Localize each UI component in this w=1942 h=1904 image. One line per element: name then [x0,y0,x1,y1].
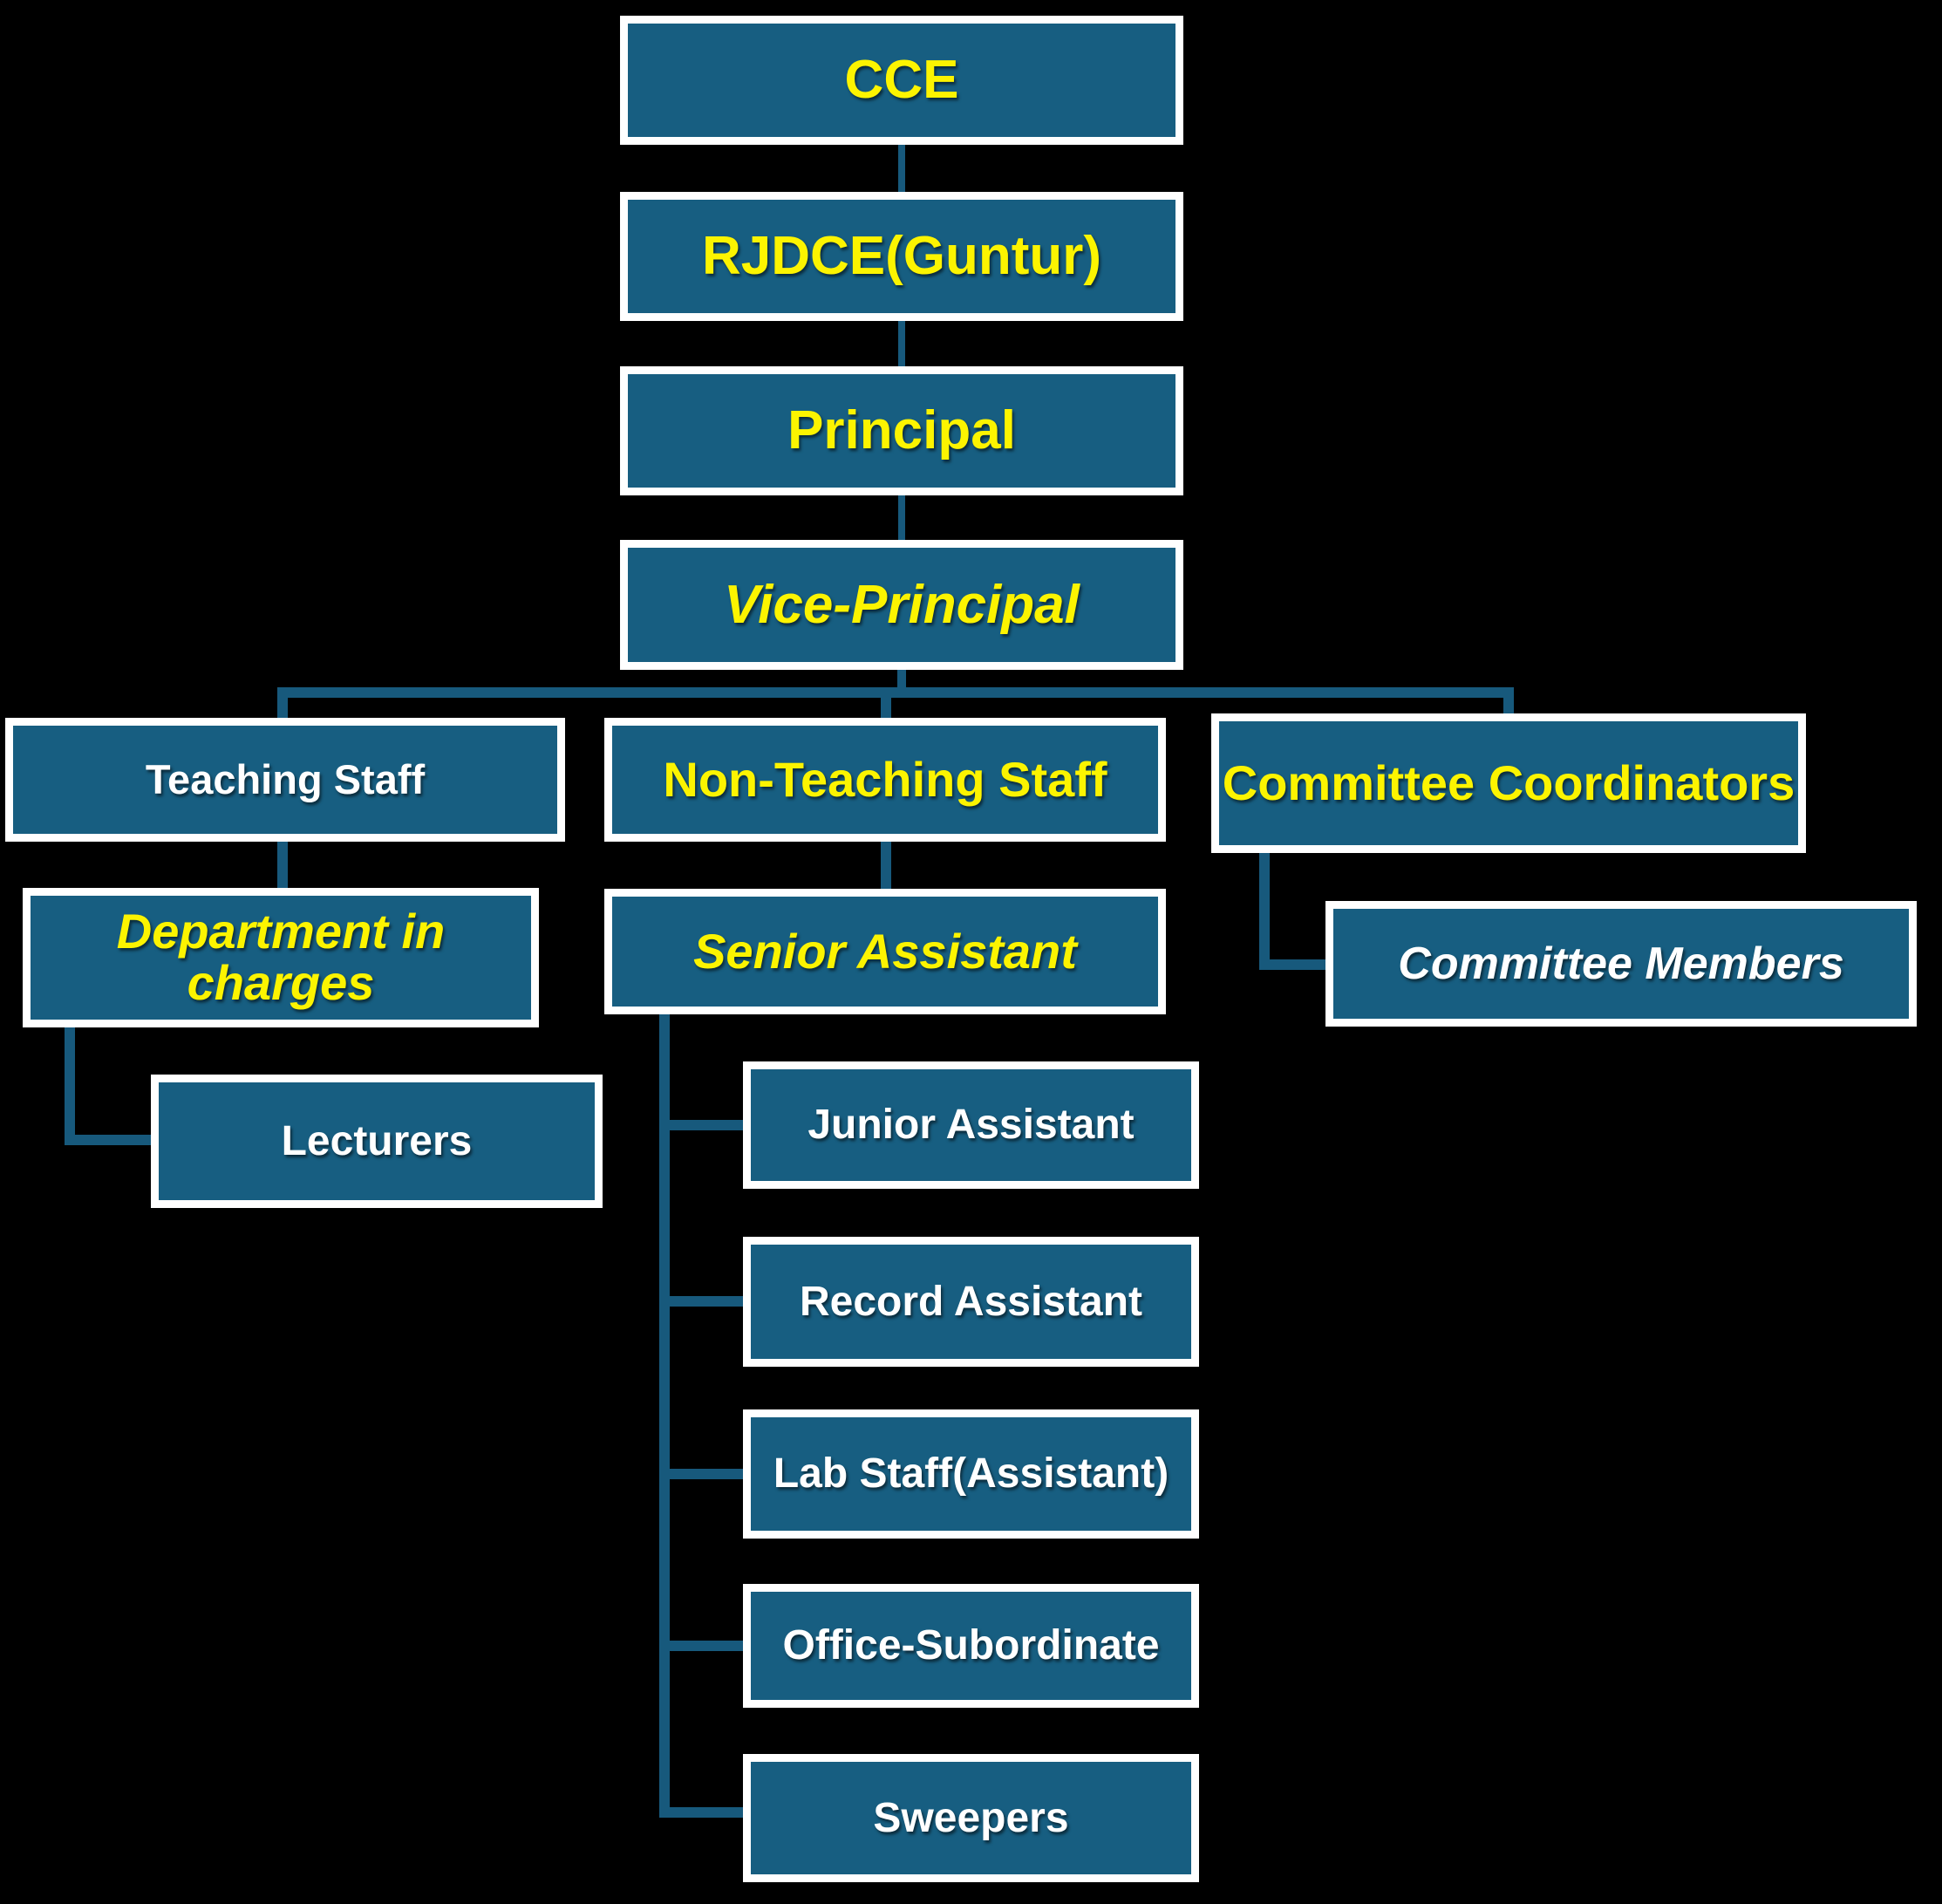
node-junior-assistant-label: Junior Assistant [807,1102,1135,1149]
connector-principal-vice [898,495,905,540]
node-non-teaching-staff: Non-Teaching Staff [604,718,1166,842]
connector-nonteaching-senior [881,840,891,891]
node-teaching-staff-label: Teaching Staff [145,755,426,802]
node-lecturers-label: Lecturers [281,1117,473,1164]
node-cce: CCE [620,16,1183,145]
node-office-subordinate-label: Office-Subordinate [782,1621,1160,1669]
node-cce-label: CCE [844,50,959,111]
node-lab-staff-assistant: Lab Staff(Assistant) [743,1409,1199,1539]
node-committee-members-label: Committee Members [1398,938,1844,989]
node-principal-label: Principal [787,400,1016,461]
connector-rail-teaching [277,696,288,720]
connector-rail-committee [1503,696,1514,715]
node-principal: Principal [620,366,1183,495]
connector-trunk-lab [659,1469,745,1479]
node-department-in-charges: Department in charges [23,888,539,1027]
connector-department-lecturers-horizontal [65,1135,153,1145]
node-rjdce-guntur: RJDCE(Guntur) [620,192,1183,321]
connector-trunk-office [659,1641,745,1651]
node-vice-principal-label: Vice-Principal [724,574,1080,635]
node-non-teaching-staff-label: Non-Teaching Staff [663,751,1107,807]
node-junior-assistant: Junior Assistant [743,1061,1199,1189]
connector-teaching-department [277,840,288,890]
connector-rjdce-principal [898,321,905,366]
node-rjdce-guntur-label: RJDCE(Guntur) [701,226,1102,287]
connector-department-lecturers-vertical [65,1026,75,1145]
connector-cce-rjdce [898,145,905,192]
connector-trunk-junior [659,1120,745,1130]
connector-trunk-record [659,1296,745,1307]
node-department-in-charges-label: Department in charges [116,904,446,1010]
node-senior-assistant: Senior Assistant [604,889,1166,1014]
connector-trunk-sweepers [659,1807,745,1818]
connector-rail [277,687,1514,698]
connector-senior-trunk [659,1013,670,1818]
node-record-assistant-label: Record Assistant [800,1278,1142,1325]
connector-committee-members-horizontal [1259,959,1327,970]
node-senior-assistant-label: Senior Assistant [693,923,1077,979]
node-teaching-staff: Teaching Staff [5,718,565,842]
node-committee-members: Committee Members [1325,901,1917,1027]
node-lab-staff-assistant-label: Lab Staff(Assistant) [773,1450,1169,1497]
node-lecturers: Lecturers [151,1075,603,1208]
node-sweepers: Sweepers [743,1754,1199,1882]
node-office-subordinate: Office-Subordinate [743,1584,1199,1708]
node-committee-coordinators: Committee Coordinators [1211,713,1806,853]
node-committee-coordinators-label: Committee Coordinators [1222,754,1795,810]
node-record-assistant: Record Assistant [743,1237,1199,1367]
node-vice-principal: Vice-Principal [620,540,1183,670]
connector-committee-members-vertical [1259,851,1270,970]
connector-rail-nonteaching [881,696,891,720]
connector-vice-rail [897,670,906,691]
node-sweepers-label: Sweepers [873,1794,1069,1841]
